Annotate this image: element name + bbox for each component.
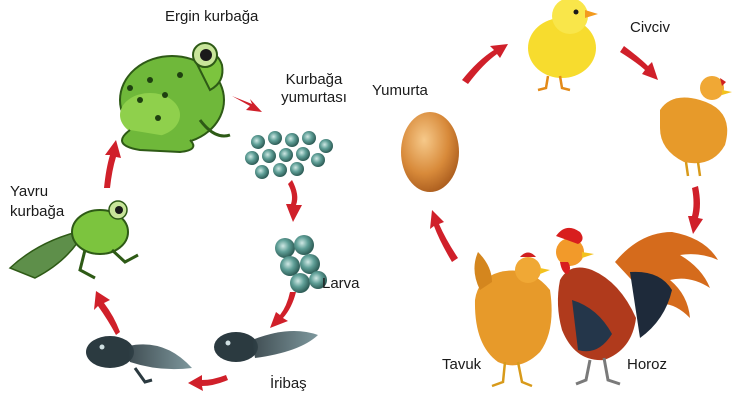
hen-image <box>474 252 551 386</box>
frog-eggs-image <box>245 131 333 179</box>
frog-eggs-label-line2: yumurtası <box>276 89 352 106</box>
arrow-icon <box>232 96 262 112</box>
young-hen-image <box>660 76 732 176</box>
arrow-icon <box>462 44 508 84</box>
arrow-icon <box>620 46 658 80</box>
larva-label: Larva <box>322 275 360 292</box>
young-frog-label-line2: kurbağa <box>10 203 64 220</box>
arrow-icon <box>286 180 302 222</box>
arrow-icon <box>430 210 458 262</box>
adult-frog-label: Ergin kurbağa <box>165 8 258 25</box>
young-frog-label-line1: Yavru <box>10 183 48 200</box>
tadpole-label: İribaş <box>270 375 307 392</box>
frog-eggs-label-line1: Kurbağa <box>282 71 346 88</box>
chick-image <box>528 0 598 90</box>
arrow-icon <box>104 140 121 188</box>
chick-label: Civciv <box>630 19 670 36</box>
arrow-icon <box>270 292 296 328</box>
tadpole-with-legs-image <box>86 336 192 382</box>
hen-label: Tavuk <box>442 356 481 373</box>
rooster-label: Horoz <box>627 356 667 373</box>
arrow-icon <box>188 375 228 391</box>
tadpole-image <box>214 331 318 362</box>
egg-label: Yumurta <box>372 82 428 99</box>
arrow-icon <box>94 291 120 335</box>
arrow-icon <box>688 186 703 234</box>
egg-image <box>401 112 459 192</box>
adult-frog-image <box>120 43 230 152</box>
larva-image <box>275 235 327 293</box>
